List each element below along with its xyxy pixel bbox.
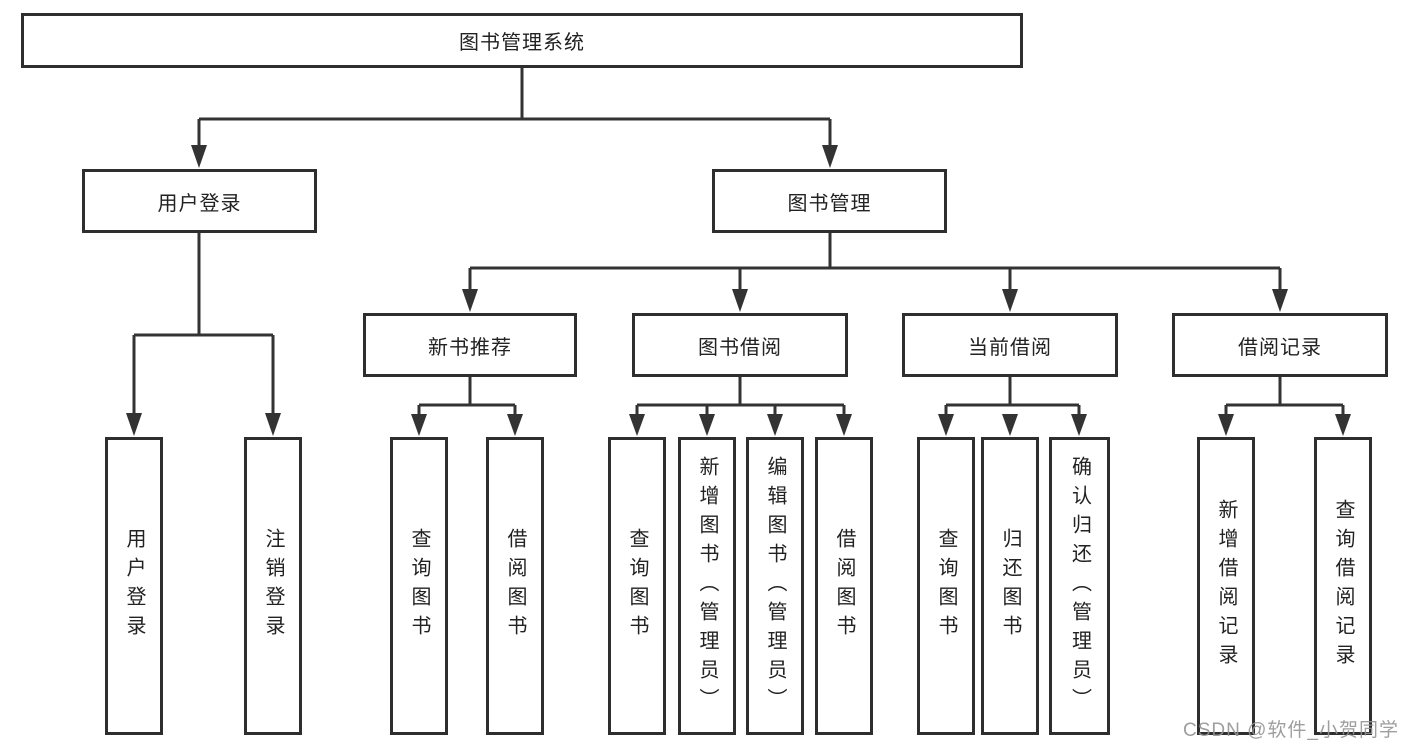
leaf-recommend-borrow-books-label: 借阅图书 [504, 528, 526, 644]
leaf-logout-label: 注销登录 [262, 528, 284, 644]
node-new-book-recommend: 新书推荐 [363, 313, 577, 377]
leaf-borrow-query-books: 查询图书 [608, 437, 666, 735]
leaf-logout: 注销登录 [244, 437, 302, 735]
node-user-login: 用户登录 [82, 169, 317, 233]
node-current-borrow-label: 当前借阅 [968, 336, 1052, 359]
node-current-borrow: 当前借阅 [902, 313, 1118, 377]
leaf-user-login: 用户登录 [105, 437, 163, 735]
arrowheads [126, 145, 1351, 436]
leaf-current-confirm-return-admin-label: 确认归还（管理员） [1068, 455, 1091, 717]
node-new-book-recommend-label: 新书推荐 [428, 336, 512, 359]
node-borrow-records-label: 借阅记录 [1238, 336, 1322, 359]
node-book-management-label: 图书管理 [787, 192, 872, 215]
leaf-recommend-borrow-books: 借阅图书 [486, 437, 544, 735]
leaf-borrow-borrow-books-label: 借阅图书 [833, 528, 855, 644]
leaf-records-query-record-label: 查询借阅记录 [1332, 499, 1354, 673]
leaf-borrow-add-books-admin: 新增图书（管理员） [678, 437, 736, 735]
node-book-borrow-label: 图书借阅 [698, 336, 782, 359]
leaf-current-confirm-return-admin: 确认归还（管理员） [1049, 437, 1110, 735]
leaf-recommend-query-books-label: 查询图书 [408, 528, 430, 644]
leaf-borrow-borrow-books: 借阅图书 [815, 437, 873, 735]
leaf-records-add-record: 新增借阅记录 [1197, 437, 1255, 735]
node-user-login-label: 用户登录 [157, 192, 242, 215]
node-book-management: 图书管理 [712, 169, 947, 233]
node-borrow-records: 借阅记录 [1172, 313, 1388, 377]
leaf-current-return-books: 归还图书 [981, 437, 1039, 735]
leaf-records-add-record-label: 新增借阅记录 [1215, 499, 1237, 673]
node-library-system-label: 图书管理系统 [459, 32, 585, 54]
leaf-recommend-query-books: 查询图书 [390, 437, 448, 735]
node-book-borrow: 图书借阅 [632, 313, 848, 377]
leaf-current-query-books-label: 查询图书 [935, 528, 957, 644]
leaf-user-login-label: 用户登录 [123, 528, 145, 644]
leaf-borrow-add-books-admin-label: 新增图书（管理员） [696, 455, 718, 717]
watermark: CSDN @软件_小贺同学 [1183, 720, 1399, 741]
leaf-current-query-books: 查询图书 [917, 437, 975, 735]
leaf-records-query-record: 查询借阅记录 [1314, 437, 1372, 735]
leaf-current-return-books-label: 归还图书 [999, 528, 1021, 644]
leaf-borrow-edit-books-admin-label: 编辑图书（管理员） [764, 455, 786, 717]
leaf-borrow-query-books-label: 查询图书 [626, 528, 648, 644]
node-library-system: 图书管理系统 [21, 13, 1023, 68]
leaf-borrow-edit-books-admin: 编辑图书（管理员） [746, 437, 804, 735]
